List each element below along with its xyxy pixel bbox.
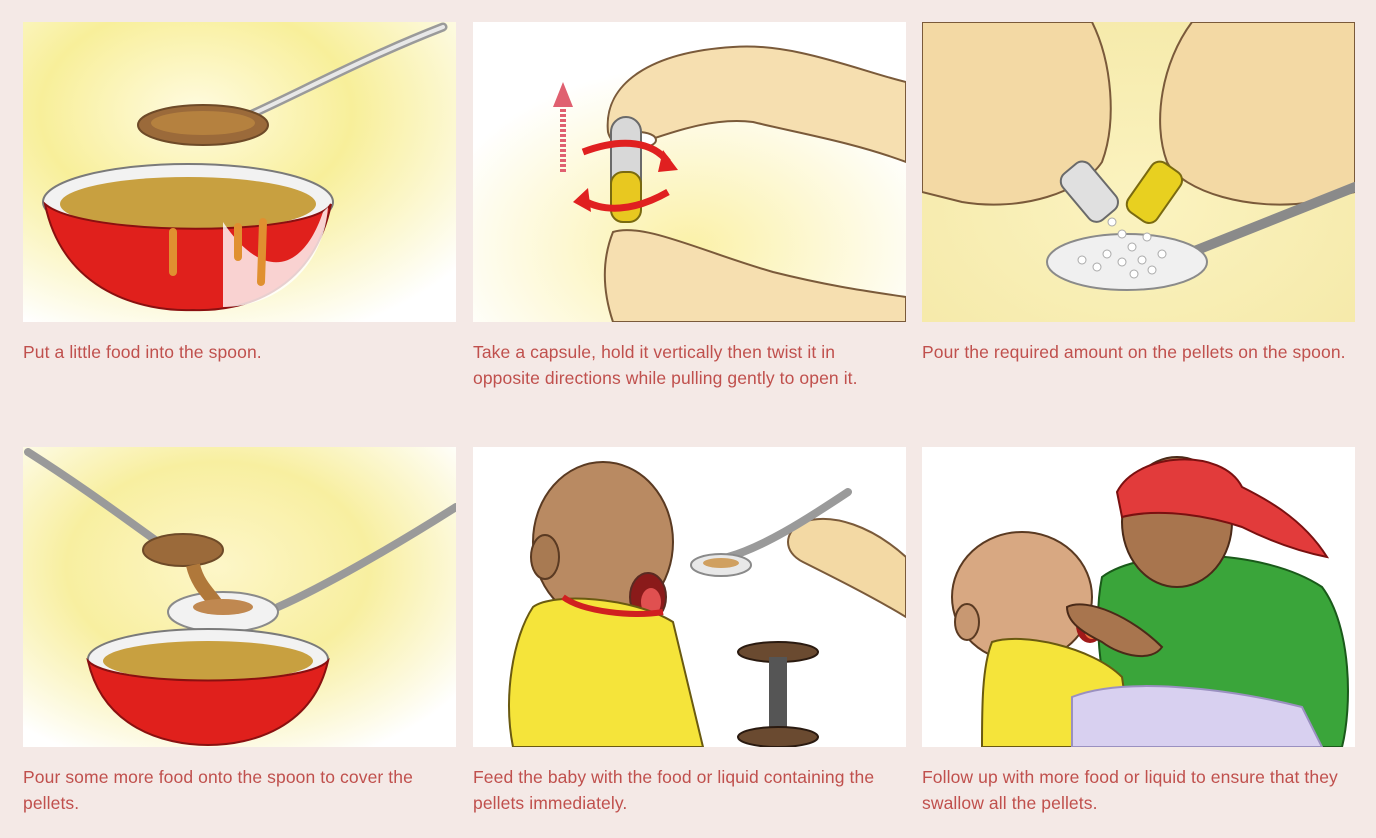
step-caption: Feed the baby with the food or liquid co… [473,764,906,816]
follow-up-feeding-illustration [922,447,1355,747]
step-caption: Follow up with more food or liquid to en… [922,764,1355,816]
step-5: Feed the baby with the food or liquid co… [473,447,906,816]
step-1: Put a little food into the spoon. [23,22,456,365]
step-3: Pour the required amount on the pellets … [922,22,1355,365]
open-capsule-illustration [473,22,906,322]
step-4: Pour some more food onto the spoon to co… [23,447,456,816]
pour-pellets-illustration [922,22,1355,322]
cover-pellets-illustration [23,447,456,747]
feed-baby-illustration [473,447,906,747]
spoon-over-bowl-illustration [23,22,456,322]
step-2: Take a capsule, hold it vertically then … [473,22,906,391]
step-6: Follow up with more food or liquid to en… [922,447,1355,816]
step-caption: Pour the required amount on the pellets … [922,339,1355,365]
step-caption: Put a little food into the spoon. [23,339,456,365]
step-caption: Pour some more food onto the spoon to co… [23,764,456,816]
step-caption: Take a capsule, hold it vertically then … [473,339,906,391]
